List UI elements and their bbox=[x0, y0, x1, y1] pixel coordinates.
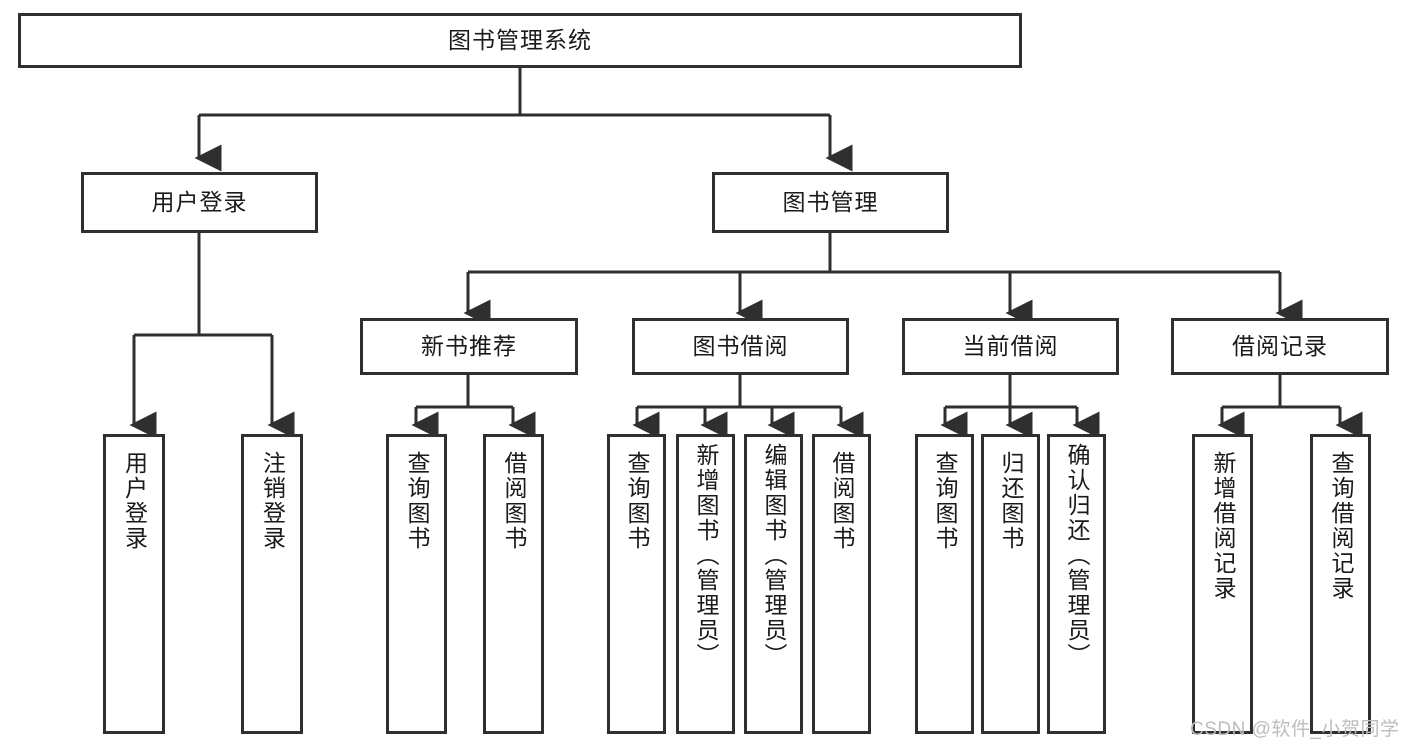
node-book-management[interactable]: 图书管理 bbox=[712, 172, 949, 233]
leaf-new-book-borrow-book[interactable]: 借阅图书 bbox=[483, 434, 544, 734]
watermark-text: CSDN @软件_小贺同学 bbox=[1190, 719, 1400, 740]
leaf-record-query-borrow-record[interactable]: 查询借阅记录 bbox=[1310, 434, 1371, 734]
leaf-user-login-logout[interactable]: 注销登录 bbox=[241, 434, 303, 734]
leaf-current-query-book[interactable]: 查询图书 bbox=[915, 434, 974, 734]
node-new-book-recommend[interactable]: 新书推荐 bbox=[360, 318, 578, 375]
leaf-current-return-book[interactable]: 归还图书 bbox=[981, 434, 1040, 734]
node-user-login[interactable]: 用户登录 bbox=[81, 172, 318, 233]
leaf-borrow-add-book-admin[interactable]: 新增图书（管理员） bbox=[676, 434, 735, 734]
node-book-borrow[interactable]: 图书借阅 bbox=[632, 318, 849, 375]
node-borrow-record[interactable]: 借阅记录 bbox=[1171, 318, 1389, 375]
node-root-book-management-system[interactable]: 图书管理系统 bbox=[18, 13, 1022, 68]
leaf-borrow-borrow-book[interactable]: 借阅图书 bbox=[812, 434, 871, 734]
leaf-current-confirm-return-admin[interactable]: 确认归还（管理员） bbox=[1047, 434, 1106, 734]
leaf-record-add-borrow-record[interactable]: 新增借阅记录 bbox=[1192, 434, 1253, 734]
node-current-borrow[interactable]: 当前借阅 bbox=[902, 318, 1119, 375]
leaf-borrow-query-book[interactable]: 查询图书 bbox=[607, 434, 666, 734]
leaf-user-login-login[interactable]: 用户登录 bbox=[103, 434, 165, 734]
leaf-new-book-query-book[interactable]: 查询图书 bbox=[386, 434, 447, 734]
leaf-borrow-edit-book-admin[interactable]: 编辑图书（管理员） bbox=[744, 434, 803, 734]
